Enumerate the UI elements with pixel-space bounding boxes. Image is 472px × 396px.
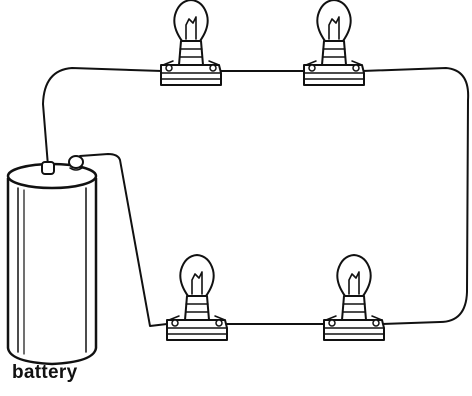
battery-positive-terminal — [41, 161, 55, 175]
wire-bottom-to-battery — [79, 153, 168, 327]
battery-label: battery — [12, 362, 78, 383]
battery-icon — [6, 155, 98, 366]
bulb-top-left-icon — [160, 0, 222, 86]
bulb-bottom-right-icon — [323, 254, 385, 341]
battery-negative-terminal — [68, 155, 84, 169]
bulb-top-right-icon — [303, 0, 365, 86]
bulb-bottom-left-icon — [166, 254, 228, 341]
wire-right-side — [361, 67, 470, 325]
wire-battery-to-top-left-bulb — [42, 67, 163, 167]
